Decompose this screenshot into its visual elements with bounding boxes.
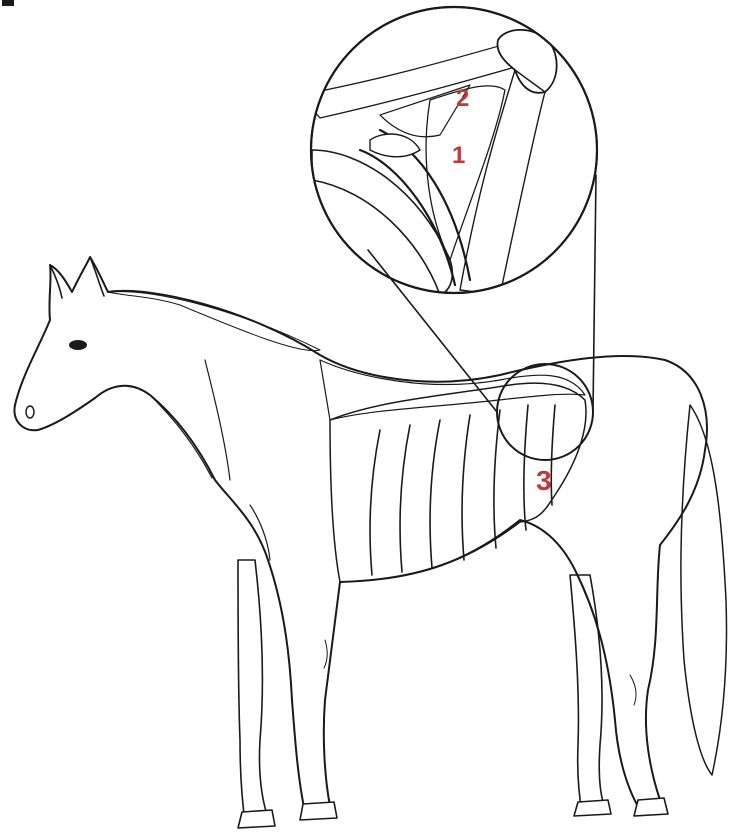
corner-mark bbox=[2, 0, 14, 6]
highlight-circle bbox=[497, 364, 593, 460]
connector-line-left bbox=[368, 250, 497, 412]
callout-1: 1 bbox=[452, 142, 465, 169]
callout-2: 2 bbox=[456, 85, 469, 112]
connector-line-right bbox=[593, 175, 596, 412]
zoom-detail bbox=[300, 7, 597, 295]
callout-3: 3 bbox=[536, 465, 552, 496]
